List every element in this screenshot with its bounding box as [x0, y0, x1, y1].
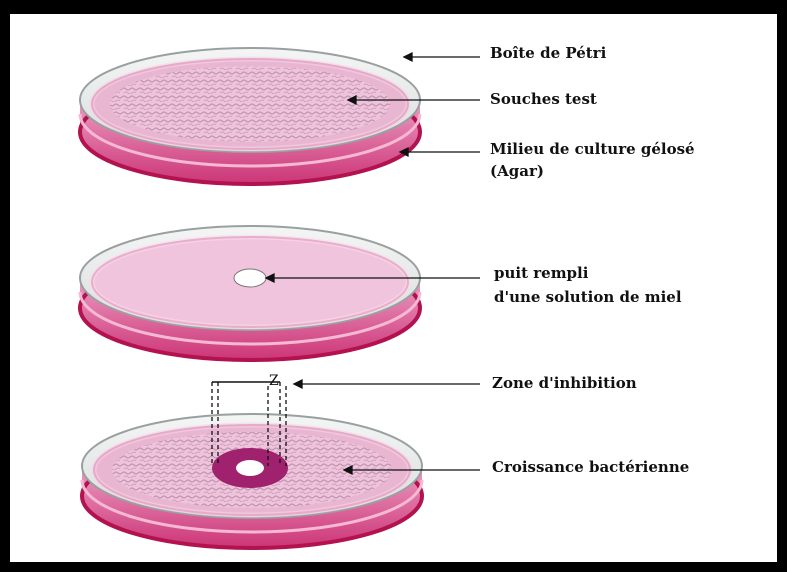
petri-dish-3 [82, 414, 422, 548]
label-z-marker: Z [269, 372, 279, 391]
label-bacterial-growth: Croissance bactérienne [492, 458, 689, 477]
label-agar-line1: Milieu de culture gélosé [490, 140, 695, 159]
bacterial-culture-surface [110, 66, 390, 142]
label-petri-dish: Boîte de Pétri [490, 44, 606, 63]
label-inhibition-zone: Zone d'inhibition [492, 374, 637, 393]
label-test-strains: Souches test [490, 90, 597, 109]
arrow-petri-dish [404, 53, 480, 61]
label-well-line1: puit rempli [494, 264, 588, 283]
honey-well [234, 269, 266, 287]
label-agar-line2: (Agar) [490, 162, 544, 181]
label-well-line2: d'une solution de miel [494, 288, 682, 307]
petri-dish-2 [80, 226, 420, 360]
petri-dish-1 [80, 48, 420, 184]
diagram-panel: Boîte de Pétri Souches test Milieu de cu… [10, 14, 777, 562]
honey-well-3 [236, 460, 264, 476]
arrow-inhibition-zone [294, 380, 480, 388]
